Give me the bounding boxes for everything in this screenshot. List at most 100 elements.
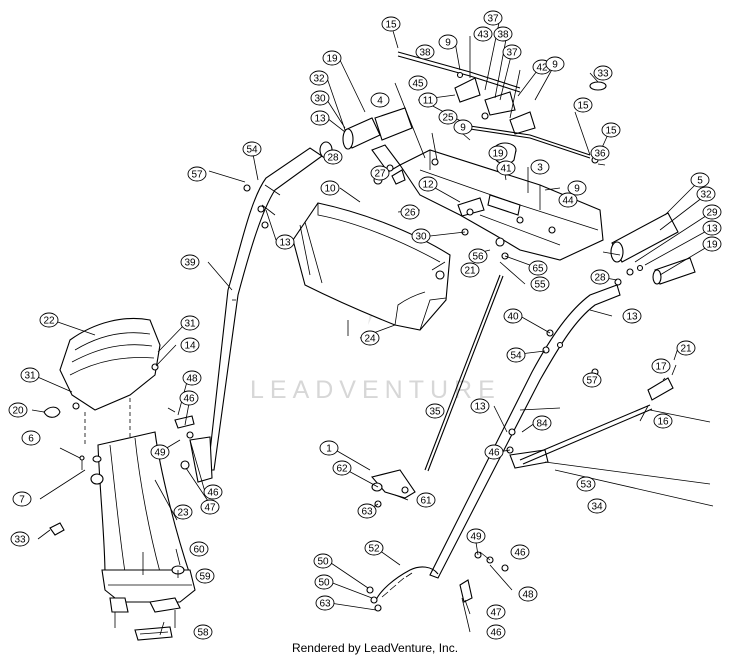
callout-28: 28 <box>323 149 343 165</box>
callout-bubble <box>323 149 343 165</box>
callout-number: 53 <box>580 480 592 491</box>
callout-number: 63 <box>319 599 331 610</box>
callout-37: 37 <box>502 44 522 60</box>
callout-bubble <box>651 358 671 374</box>
callout-bubble <box>203 484 223 500</box>
callout-bubble <box>313 553 333 569</box>
callout-number: 38 <box>497 30 509 41</box>
callout-number: 43 <box>477 30 489 41</box>
callout-number: 60 <box>193 545 205 556</box>
callout-bubble <box>438 34 458 50</box>
callout-bubble <box>200 499 220 515</box>
callout-number: 28 <box>594 273 606 284</box>
callout-13: 13 <box>622 308 642 324</box>
callout-20: 20 <box>8 402 28 418</box>
callout-number: 13 <box>314 114 326 125</box>
callout-19: 19 <box>702 236 722 252</box>
callout-31: 31 <box>180 315 200 331</box>
callout-13: 13 <box>470 398 490 414</box>
callout-number: 5 <box>697 176 703 187</box>
callout-number: 44 <box>562 196 574 207</box>
shroud-panel <box>292 202 451 331</box>
callout-bubble <box>418 92 438 108</box>
callout-32: 32 <box>696 186 716 202</box>
callout-number: 62 <box>336 464 348 475</box>
callout-35: 35 <box>425 403 445 419</box>
callout-19: 19 <box>488 145 508 161</box>
callout-bubble <box>180 315 200 331</box>
callout-number: 21 <box>680 344 692 355</box>
callout-number: 31 <box>24 371 36 382</box>
callout-number: 19 <box>326 54 338 65</box>
callout-48: 48 <box>518 586 538 602</box>
callout-46: 46 <box>179 390 199 406</box>
callout-number: 1 <box>326 444 332 455</box>
callout-number: 50 <box>317 557 329 568</box>
callout-56: 56 <box>468 248 488 264</box>
callout-number: 9 <box>574 184 580 195</box>
callout-bubble <box>20 367 40 383</box>
callout-bubble <box>545 56 565 72</box>
callout-bubble <box>587 498 607 514</box>
callout-bubble <box>8 402 28 418</box>
callout-bubble <box>601 122 621 138</box>
callout-number: 47 <box>204 503 216 514</box>
callout-bubble <box>315 595 335 611</box>
callout-bubble <box>193 624 213 640</box>
chute-knob <box>43 363 159 418</box>
callout-number: 13 <box>474 402 486 413</box>
callout-bubble <box>242 141 262 157</box>
callout-number: 23 <box>177 508 189 519</box>
callout-bubble <box>590 145 610 161</box>
callout-number: 25 <box>442 113 454 124</box>
callout-number: 54 <box>510 351 522 362</box>
callout-bubble <box>453 119 473 135</box>
callout-33: 33 <box>10 531 30 547</box>
callout-number: 22 <box>43 316 55 327</box>
callout-55: 55 <box>530 276 550 292</box>
callout-bubble <box>528 260 548 276</box>
callout-13: 13 <box>310 110 330 126</box>
callout-bubble <box>653 413 673 429</box>
callout-number: 52 <box>368 544 380 555</box>
callout-number: 46 <box>514 548 526 559</box>
control-rod-35 <box>424 274 504 472</box>
callout-bubble <box>493 26 513 42</box>
callout-bubble <box>182 370 202 386</box>
callout-49: 49 <box>150 444 170 460</box>
callout-10: 10 <box>320 180 340 196</box>
callout-bubble <box>319 440 339 456</box>
callout-49: 49 <box>466 528 486 544</box>
callout-46: 46 <box>484 444 504 460</box>
callout-47: 47 <box>200 499 220 515</box>
callout-9: 9 <box>438 34 458 50</box>
footer-credit: Rendered by LeadVenture, Inc. <box>292 641 458 655</box>
callout-bubble <box>502 44 522 60</box>
callout-number: 46 <box>207 488 219 499</box>
callout-17: 17 <box>651 358 671 374</box>
callout-84: 84 <box>532 415 552 431</box>
callout-bubble <box>702 204 722 220</box>
callout-number: 24 <box>364 334 376 345</box>
callout-57: 57 <box>582 372 602 388</box>
callout-bubble <box>408 75 428 91</box>
callout-bubble <box>12 491 32 507</box>
bracket-hardware <box>391 169 509 260</box>
callout-number: 32 <box>313 74 325 85</box>
callout-34: 34 <box>587 498 607 514</box>
callout-62: 62 <box>332 460 352 476</box>
callout-number: 33 <box>597 69 609 80</box>
callout-37: 37 <box>483 10 503 26</box>
callout-number: 59 <box>199 572 211 583</box>
callout-number: 15 <box>605 126 617 137</box>
callout-bubble <box>532 415 552 431</box>
callout-bubble <box>310 110 330 126</box>
callout-bubble <box>150 444 170 460</box>
callout-59: 59 <box>195 568 215 584</box>
callout-number: 6 <box>28 434 34 445</box>
callout-54: 54 <box>506 347 526 363</box>
callout-11: 11 <box>418 92 438 108</box>
callout-9: 9 <box>453 119 473 135</box>
callout-bubble <box>400 204 420 220</box>
